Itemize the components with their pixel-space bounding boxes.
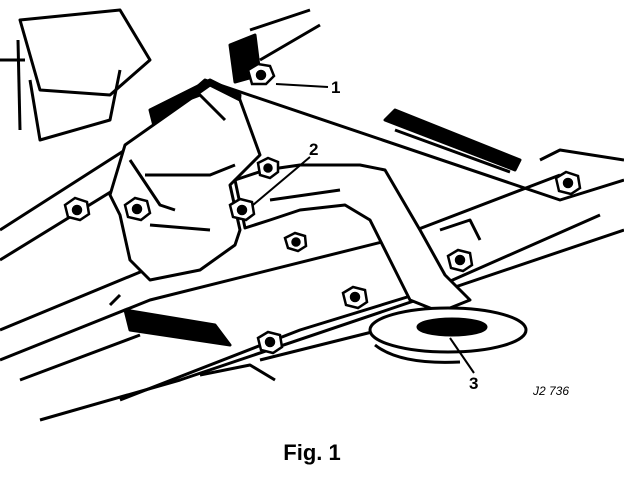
engine-housing bbox=[0, 8, 624, 422]
leader-line-3 bbox=[449, 337, 475, 374]
bolt-pump-mid bbox=[228, 197, 256, 222]
bolt-pump-left bbox=[123, 196, 152, 222]
bolt-left bbox=[63, 196, 91, 222]
bolt-center bbox=[341, 285, 369, 310]
bolt-top bbox=[246, 62, 276, 86]
bolt-right-mid bbox=[446, 248, 474, 273]
bolt-pipe bbox=[283, 231, 308, 253]
bolt-pump-upper bbox=[256, 156, 280, 180]
callout-2: 2 bbox=[309, 140, 318, 159]
bolt-right-upper bbox=[554, 170, 582, 196]
strainer bbox=[368, 306, 528, 364]
figure-caption: Fig. 1 bbox=[283, 440, 341, 465]
leader-lines bbox=[252, 83, 475, 374]
callout-1: 1 bbox=[331, 78, 340, 97]
drawing-code: J2 736 bbox=[532, 384, 569, 398]
pump-body bbox=[108, 83, 262, 282]
leader-line-2 bbox=[252, 156, 311, 206]
callout-3: 3 bbox=[469, 374, 478, 393]
leader-line-1 bbox=[275, 83, 329, 88]
bolt-lower-left bbox=[256, 330, 284, 355]
bolts bbox=[63, 62, 582, 355]
